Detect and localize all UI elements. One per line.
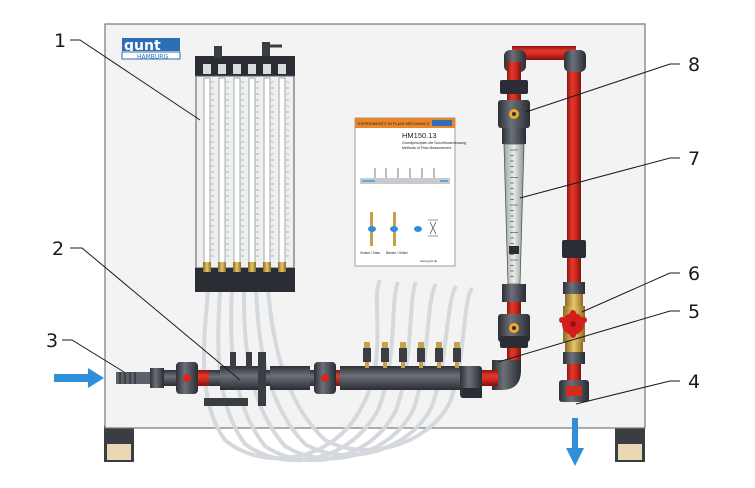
poster-footer: www.gunt.de [420, 259, 438, 263]
flowmeter-line [492, 72, 530, 390]
gunt-logo-icon: gunt HAMBURG [121, 38, 181, 61]
pressure-tap [399, 342, 407, 368]
pressure-tap [435, 342, 443, 368]
callout-leaders [62, 39, 680, 405]
flow-in-arrow-icon [54, 368, 104, 388]
callout-8: 8 [688, 54, 700, 76]
pressure-tap [381, 342, 389, 368]
venturi-section [204, 352, 310, 406]
manometer-tube [248, 64, 259, 272]
handwheel-icon[interactable] [559, 310, 587, 338]
callout-7: 7 [688, 148, 700, 170]
brand-sub: HAMBURG [137, 54, 168, 61]
manometer-tube [263, 64, 274, 272]
pressure-tap [453, 342, 461, 368]
flowmeter-top-fitting [498, 100, 530, 128]
callout-5: 5 [688, 301, 700, 323]
poster-subtitle-2: Methods of Flow Measurement [402, 146, 451, 150]
pressure-taps [363, 342, 461, 368]
control-valve-assembly [559, 240, 589, 402]
brand-name: gunt [124, 38, 161, 54]
manometer-tube [218, 64, 229, 272]
orifice-meter-block [340, 366, 482, 398]
flow-out-arrow-icon [566, 418, 584, 466]
manometer-tubes [203, 64, 289, 272]
manometer-tube [233, 64, 244, 272]
callout-3: 3 [46, 330, 58, 352]
manometer-tube [278, 64, 289, 272]
foot-right-pad [618, 444, 642, 460]
foot-left-pad [107, 444, 131, 460]
pressure-tap [417, 342, 425, 368]
poster-subtitle-1: Grundprinzipien der Durchflussmessung [402, 141, 466, 145]
poster-caption-1: Venturi / Düse [360, 251, 380, 255]
poster-header: EXPERIMENTS IN FLUID MECHANICS [358, 121, 430, 126]
poster-caption-2: Blende / Orifice [386, 251, 408, 255]
callout-1: 1 [54, 30, 66, 52]
callout-4: 4 [688, 371, 700, 393]
variable-area-flowmeter [503, 143, 525, 285]
callout-6: 6 [688, 263, 700, 285]
callout-2: 2 [52, 238, 64, 260]
pressure-tap [363, 342, 371, 368]
info-poster: EXPERIMENTS IN FLUID MECHANICS HM150.13 … [354, 117, 466, 267]
poster-title: HM150.13 [402, 131, 437, 140]
inlet-connector [116, 368, 164, 388]
manometer-tube [203, 64, 214, 272]
